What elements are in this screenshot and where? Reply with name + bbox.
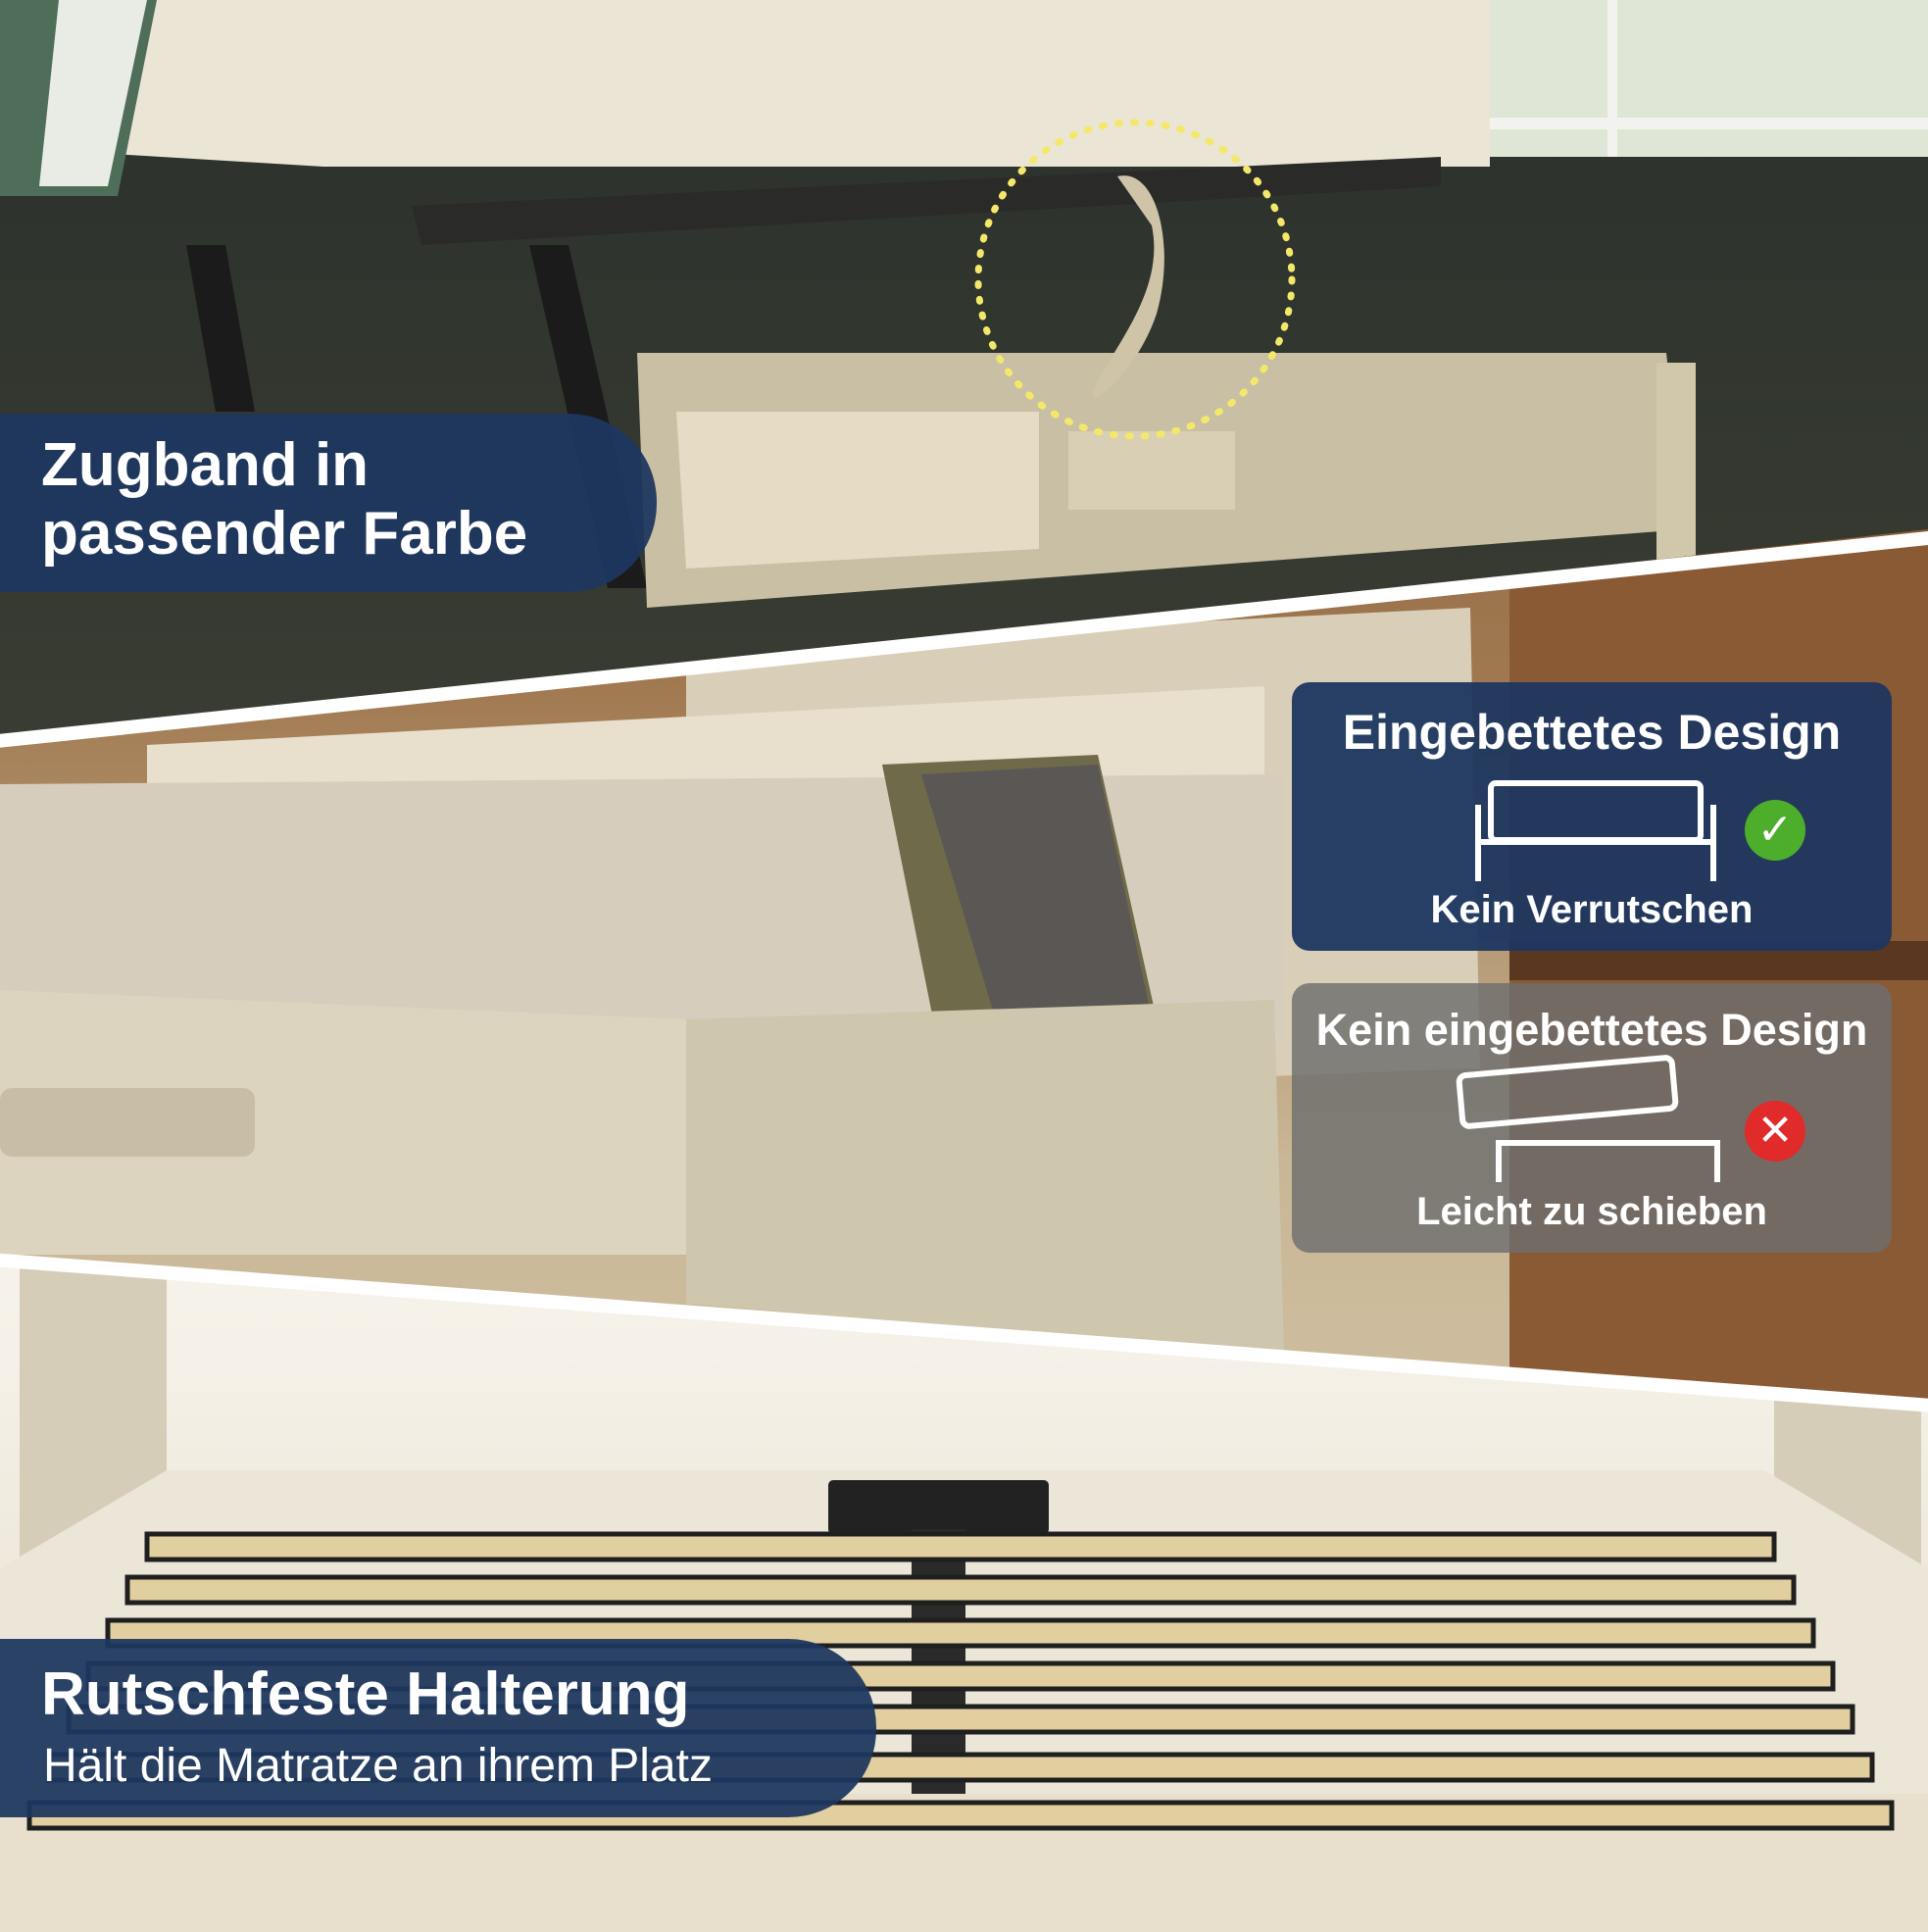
anti-slip-label: Rutschfeste Halterung Hält die Matratze …	[0, 1639, 876, 1817]
embedded-frame-diagram	[1475, 780, 1716, 881]
embedded-design-caption: Kein Verrutschen	[1430, 888, 1754, 931]
pull-strap-label: Zugband in passender Farbe	[0, 414, 657, 592]
not-embedded-design-title: Kein eingebettetes Design	[1315, 1005, 1868, 1055]
embedded-design-title: Eingebettetes Design	[1342, 705, 1842, 760]
pull-strap-title-line2: passender Farbe	[41, 500, 528, 568]
embedded-design-card: Eingebettetes Design ✓ Kein Verrutschen	[1292, 682, 1892, 951]
anti-slip-subtitle: Hält die Matratze an ihrem Platz	[43, 1740, 713, 1792]
not-embedded-design-caption: Leicht zu schieben	[1416, 1190, 1767, 1233]
anti-slip-title: Rutschfeste Halterung	[41, 1660, 690, 1728]
pull-strap-title-line1: Zugband in	[41, 431, 370, 499]
not-embedded-design-card: Kein eingebettetes Design ✕ Leicht zu sc…	[1292, 983, 1892, 1253]
bed-slat	[144, 1531, 1777, 1562]
check-icon: ✓	[1745, 800, 1805, 861]
bed-slat	[124, 1574, 1797, 1606]
not-embedded-frame-diagram	[1456, 1055, 1720, 1182]
cross-icon: ✕	[1745, 1101, 1805, 1162]
